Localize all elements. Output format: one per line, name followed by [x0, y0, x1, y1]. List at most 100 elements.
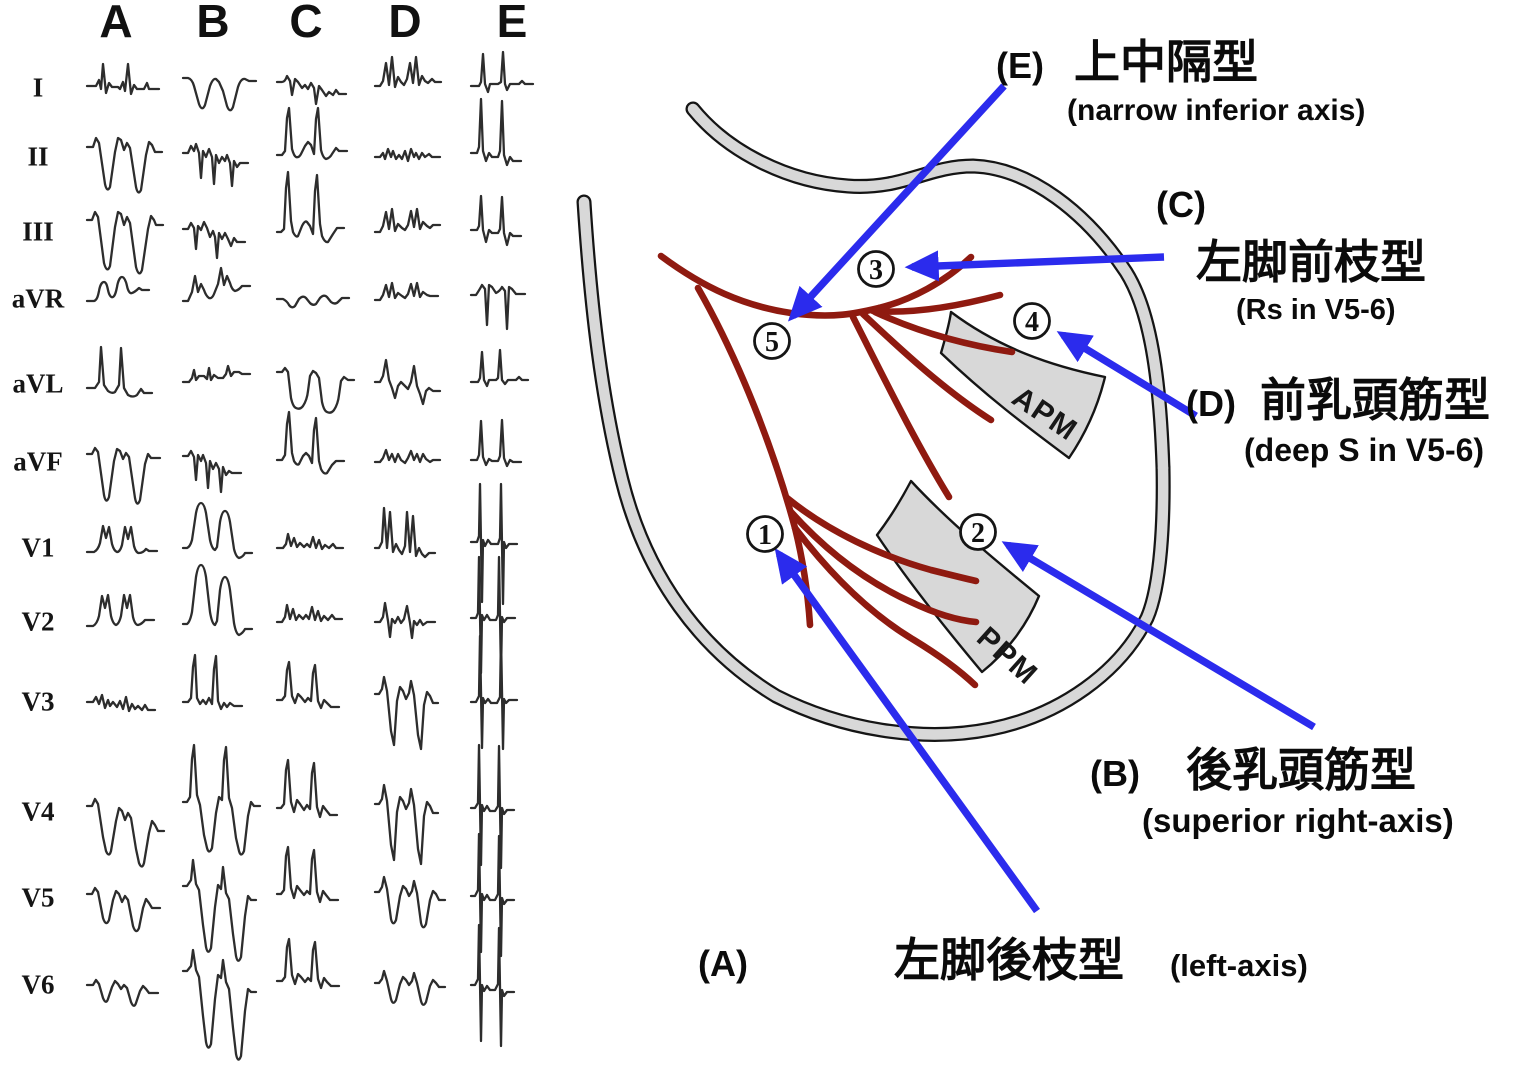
purkinje-branch — [791, 524, 979, 689]
ecg-column-header-A: A — [99, 0, 133, 47]
ecg-trace-C-III — [275, 170, 346, 244]
ecg-lead-label-V5: V5 — [21, 882, 55, 913]
ecg-trace-C-aVF — [275, 410, 346, 475]
ecg-trace-C-aVR — [275, 294, 351, 309]
annotation-D: (D) 前乳頭筋型 (deep S in V5-6) — [1186, 364, 1490, 469]
ecg-trace-B-V2 — [181, 563, 254, 637]
purkinje-branch — [787, 508, 980, 626]
ecg-trace-B-II — [181, 142, 250, 188]
ecg-trace-A-V1 — [85, 524, 159, 555]
ecg-lead-label-V2: V2 — [21, 606, 55, 637]
ecg-trace-A-V2 — [85, 593, 156, 628]
ecg-trace-E-V2 — [469, 555, 517, 677]
ecg-trace-C-II — [275, 106, 349, 161]
annotation-A: (A) 左脚後枝型 (left-axis) — [698, 924, 1308, 990]
ecg-lead-label-aVR: aVR — [11, 283, 65, 314]
ecg-trace-A-aVR — [85, 275, 151, 303]
ecg-trace-E-III — [469, 194, 523, 247]
purkinje-branch — [783, 494, 980, 585]
ecg-trace-D-V5 — [373, 875, 447, 929]
purkinje-main-trunk — [657, 252, 883, 319]
heart-wall-top-band-fill — [687, 103, 1169, 474]
ecg-trace-E-I — [469, 50, 535, 94]
ecg-lead-label-V4: V4 — [21, 796, 55, 827]
annotation-A-title: 左脚後枝型 — [893, 934, 1124, 986]
ecg-trace-C-aVL — [275, 366, 356, 414]
ecg-lead-label-aVF: aVF — [13, 446, 63, 477]
ecg-trace-B-V3 — [181, 653, 244, 711]
site-marker-5: 5 — [753, 322, 791, 360]
ecg-trace-E-V3 — [469, 633, 519, 751]
annotation-B-tag: (B) — [1090, 753, 1140, 794]
annotation-E-title: 上中隔型 — [1074, 36, 1258, 88]
ecg-trace-A-III — [85, 210, 165, 275]
annotation-C-tag: (C) — [1156, 184, 1206, 225]
ecg-trace-C-V3 — [275, 660, 341, 710]
purkinje-branch — [869, 291, 1004, 315]
annotation-B: (B) 後乳頭筋型 (superior right-axis) — [1090, 734, 1454, 840]
annotation-C-title: 左脚前枝型 — [1196, 236, 1426, 288]
arrow-A — [774, 548, 1040, 914]
ecg-trace-E-V1 — [469, 482, 519, 606]
ecg-lead-label-V6: V6 — [21, 969, 55, 1000]
purkinje-branch — [849, 313, 953, 501]
heart-wall — [576, 101, 1171, 742]
ecg-column-header-E: E — [496, 0, 528, 47]
ecg-trace-E-V6 — [469, 923, 516, 1048]
ecg-trace-A-I — [85, 62, 161, 96]
heart-diagram: APM PPM 1 — [576, 83, 1316, 914]
annotation-E-subtitle: (narrow inferior axis) — [1067, 94, 1366, 127]
ecg-trace-C-V2 — [275, 603, 344, 624]
arrow-C — [904, 250, 1165, 282]
annotation-D-tag: (D) — [1186, 383, 1236, 424]
site-markers: 1 2 3 4 5 — [746, 250, 1051, 553]
ecg-trace-B-I — [181, 76, 258, 112]
ecg-trace-C-V4 — [275, 758, 339, 819]
ecg-trace-D-V2 — [373, 601, 437, 640]
site-number-4: 4 — [1025, 307, 1039, 338]
purkinje-branch — [871, 308, 1016, 356]
ecg-column-header-B: B — [196, 0, 230, 47]
annotation-D-title: 前乳頭筋型 — [1259, 374, 1490, 426]
ecg-trace-E-aVL — [469, 348, 530, 388]
ecg-trace-B-aVF — [181, 449, 243, 494]
arrow-E — [787, 83, 1007, 322]
ecg-column-header-C: C — [289, 0, 323, 47]
ecg-lead-label-aVL: aVL — [12, 368, 64, 399]
ecg-trace-A-V6 — [85, 978, 160, 1007]
ecg-trace-A-aVL — [85, 345, 154, 398]
ecg-column-header-D: D — [388, 0, 422, 47]
heart-wall-outer-band-fill — [578, 196, 1169, 740]
ecg-trace-D-aVR — [373, 281, 440, 302]
ecg-trace-A-II — [85, 136, 164, 194]
ecg-lead-label-V1: V1 — [21, 532, 55, 563]
ecg-trace-E-V4 — [469, 743, 516, 870]
arrow-D — [1056, 331, 1198, 420]
annotation-C: (C) 左脚前枝型 (Rs in V5-6) — [1156, 184, 1426, 327]
site-marker-1: 1 — [746, 515, 784, 553]
ecg-trace-D-V1 — [373, 506, 437, 559]
site-marker-2: 2 — [959, 513, 997, 551]
annotation-A-subtitle: (left-axis) — [1169, 948, 1308, 983]
site-number-2: 2 — [971, 518, 985, 549]
ecg-trace-A-aVF — [85, 446, 162, 505]
ecg-trace-E-II — [469, 97, 523, 167]
ecg-trace-E-aVF — [469, 418, 523, 468]
ecg-lead-label-V3: V3 — [21, 686, 55, 717]
ecg-trace-B-III — [181, 220, 247, 260]
site-marker-3: 3 — [857, 250, 895, 288]
ecg-trace-B-V4 — [181, 743, 262, 856]
ecg-trace-B-V1 — [181, 501, 254, 560]
annotation-A-tag: (A) — [698, 943, 748, 984]
arrow-B — [1001, 541, 1316, 731]
ecg-trace-B-V6 — [181, 948, 258, 1061]
annotation-D-subtitle: (deep S in V5-6) — [1244, 432, 1485, 468]
annotation-B-title: 後乳頭筋型 — [1185, 744, 1416, 796]
ecg-trace-E-V5 — [469, 832, 516, 958]
ecg-trace-D-V3 — [373, 675, 440, 751]
site-number-5: 5 — [765, 327, 779, 358]
site-number-1: 1 — [758, 520, 772, 551]
annotation-B-subtitle: (superior right-axis) — [1142, 802, 1454, 839]
